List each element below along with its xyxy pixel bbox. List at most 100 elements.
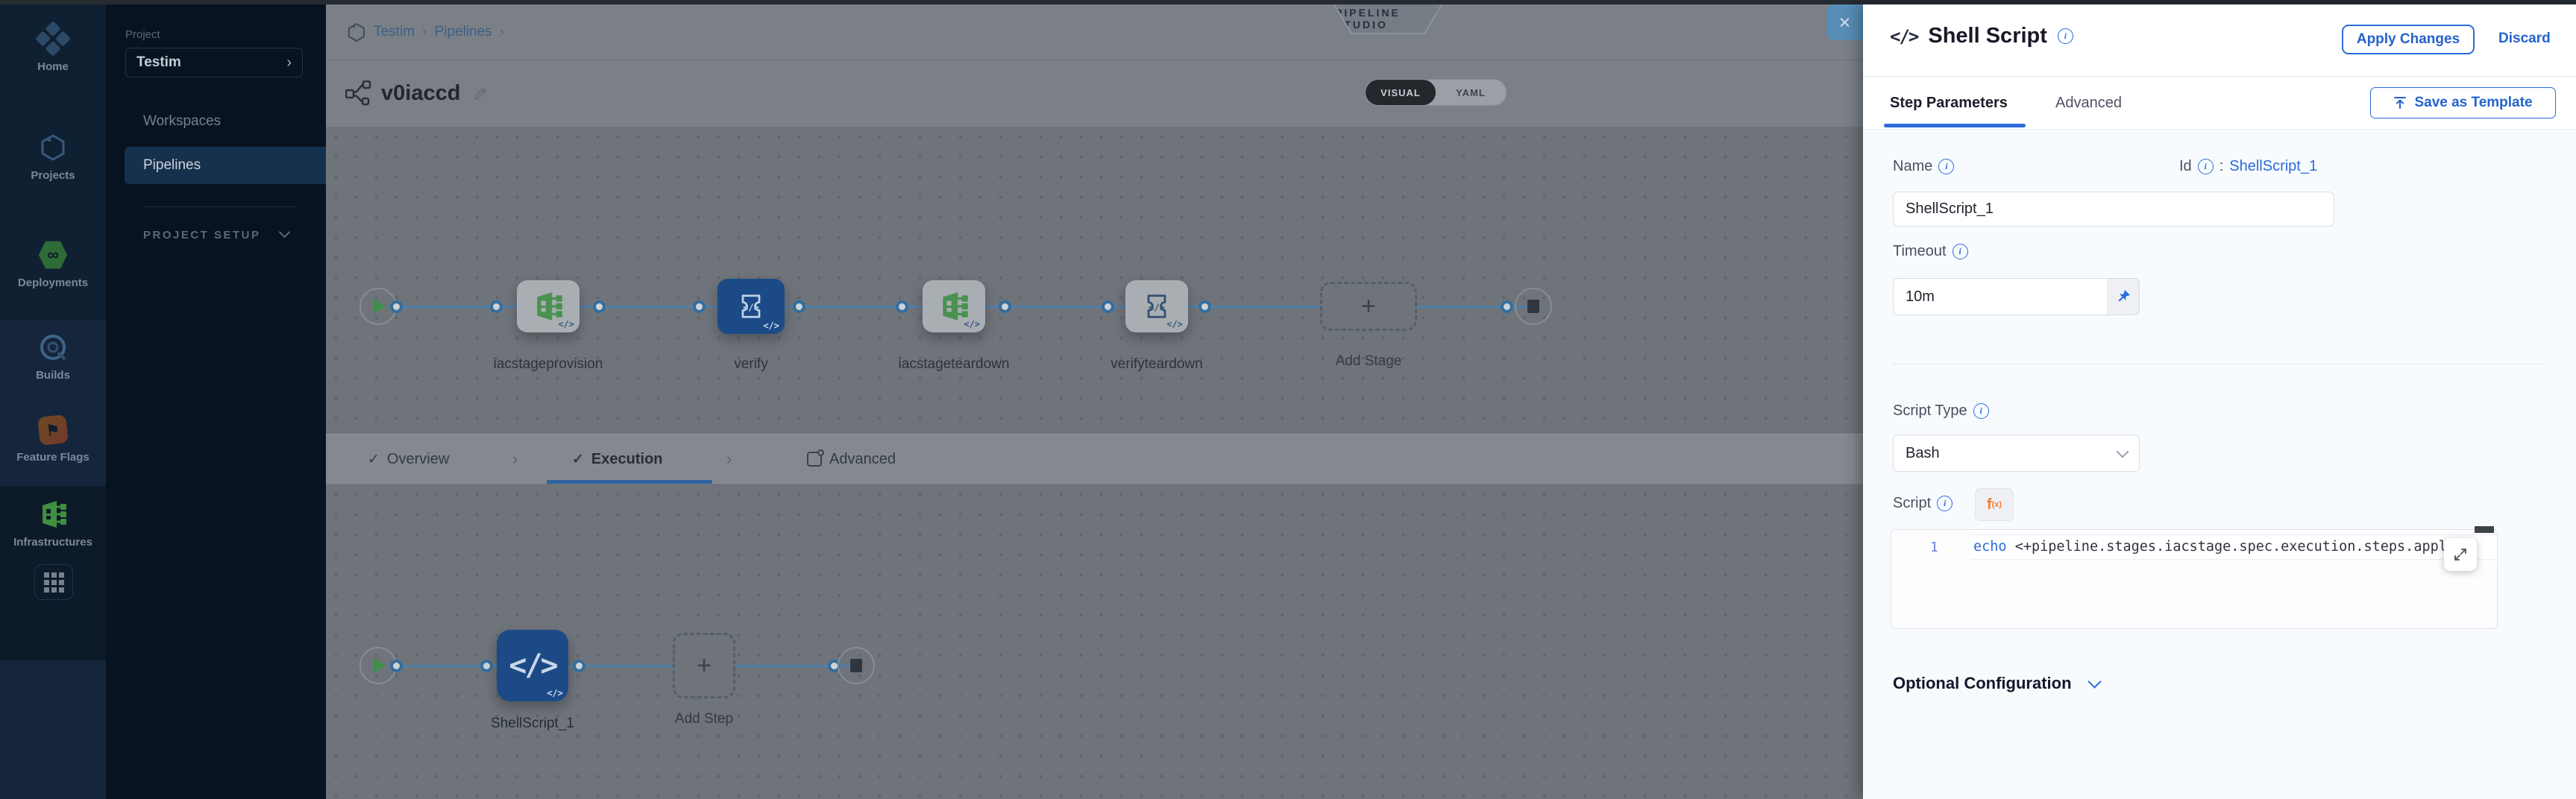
info-icon[interactable]: i (1937, 496, 1953, 511)
custom-stage-icon: </> (741, 294, 761, 318)
toggle-yaml[interactable]: YAML (1456, 86, 1486, 98)
grid-icon (43, 572, 64, 593)
step-id-value[interactable]: ShellScript_1 (2229, 158, 2318, 174)
code-text: <+pipeline.stages.iacstage.spec.executio… (2006, 539, 2447, 555)
info-icon[interactable]: i (2057, 28, 2073, 44)
add-stage-button[interactable]: + (1320, 282, 1417, 331)
editor-expand-button[interactable] (2444, 538, 2477, 571)
plus-icon: + (697, 651, 711, 680)
rail-section-bottom (0, 660, 106, 799)
shell-script-drawer: </> Shell Script i Apply Changes Discard… (1863, 4, 2576, 799)
sidebar-item-home[interactable]: Home (0, 20, 106, 73)
tab-advanced[interactable]: Advanced (807, 435, 896, 484)
visual-yaml-toggle[interactable]: VISUAL YAML (1365, 79, 1507, 106)
tab-step-parameters[interactable]: Step Parameters (1890, 95, 2008, 111)
project-selector[interactable]: Testim › (125, 48, 303, 78)
title-row: v0iaccd (326, 60, 1863, 127)
stage-label: verify (734, 356, 768, 372)
drawer-tabs: Step Parameters Advanced Save as Templat… (1863, 77, 2576, 130)
feature-flags-icon: ⚑ (37, 414, 69, 446)
editor-code-line[interactable]: echo <+pipeline.stages.iacstage.spec.exe… (1970, 534, 2497, 560)
infrastructures-icon (43, 501, 66, 528)
sidebar-item-label: Projects (31, 169, 75, 182)
pipeline-studio-badge: PIPELINE STUDIO (1333, 4, 1442, 34)
info-icon[interactable]: i (1938, 159, 1955, 174)
tab-execution[interactable]: ✓ Execution (572, 450, 663, 467)
info-icon[interactable]: i (1952, 244, 1968, 259)
chevron-down-icon (2087, 675, 2102, 689)
stage-canvas: </> </> </> </> (326, 127, 1863, 434)
optional-configuration-toggle[interactable]: Optional Configuration (1893, 674, 2102, 693)
sidebar-item-builds[interactable]: Builds (0, 332, 106, 382)
tab-advanced[interactable]: Advanced (2055, 95, 2122, 111)
svg-text:</>: </> (1149, 303, 1165, 313)
sidebar-item-feature-flags[interactable]: ⚑ Feature Flags (0, 414, 106, 464)
stage-node-iacstageteardown[interactable]: </> (923, 280, 985, 332)
module-grid-button[interactable] (34, 564, 73, 600)
sidebar-item-workspaces[interactable]: Workspaces (143, 113, 222, 129)
connector-port (593, 300, 606, 313)
drawer-close-button[interactable]: × (1826, 4, 1863, 40)
stage-node-verifyteardown[interactable]: </> </> (1125, 280, 1188, 332)
project-setup-section[interactable]: PROJECT SETUP (143, 226, 290, 241)
chevron-right-icon: › (286, 54, 292, 71)
chevron-down-icon (2116, 445, 2129, 458)
infrastructure-stage-icon (537, 292, 562, 320)
sidebar-item-label: Feature Flags (16, 451, 89, 464)
sidebar-item-infrastructures[interactable]: Infrastructures (0, 499, 106, 549)
step-node-shellscript[interactable]: </> </> (497, 630, 568, 701)
code-badge-icon: </> (558, 319, 574, 329)
sidebar-item-deployments[interactable]: ∞ Deployments (0, 240, 106, 289)
sidebar-item-label: Builds (36, 369, 70, 382)
add-step-button[interactable]: + (673, 633, 735, 698)
edit-pencil-icon[interactable] (472, 84, 490, 102)
stage-node-iacstageprovision[interactable]: </> (517, 280, 579, 332)
editor-scrollbar-thumb[interactable] (2475, 526, 2494, 533)
pin-input-type-button[interactable] (2107, 278, 2140, 315)
add-step-label: Add Step (674, 711, 734, 727)
pipeline-end-node[interactable] (1515, 288, 1552, 325)
sidebar-item-pipelines[interactable]: Pipelines (125, 147, 326, 184)
stage-label: iacstageprovision (493, 356, 603, 372)
project-name: Testim (136, 54, 181, 70)
toggle-visual[interactable]: VISUAL (1366, 80, 1436, 105)
info-icon[interactable]: i (1973, 403, 1989, 419)
breadcrumb-link-pipelines[interactable]: Pipelines (434, 24, 492, 40)
connector-port (390, 660, 403, 672)
execution-end-node[interactable] (838, 647, 875, 684)
stage-label: verifyteardown (1110, 356, 1203, 372)
active-tab-underline (547, 480, 712, 484)
tab-overview[interactable]: ✓ Overview (368, 450, 450, 467)
shell-script-icon: </> (1890, 25, 1919, 47)
name-input[interactable] (1893, 192, 2334, 227)
deployments-icon: ∞ (38, 241, 68, 269)
sidebar-item-projects[interactable]: Projects (0, 133, 106, 182)
check-icon: ✓ (572, 451, 584, 467)
stop-icon (1527, 300, 1539, 313)
script-type-select[interactable]: Bash (1893, 435, 2140, 472)
apply-changes-button[interactable]: Apply Changes (2342, 25, 2475, 54)
expression-fx-button[interactable]: f(x) (1975, 488, 2014, 521)
connector-port (999, 300, 1011, 313)
advanced-settings-icon (807, 449, 824, 467)
script-code-editor[interactable]: 1 echo <+pipeline.stages.iacstage.spec.e… (1891, 529, 2498, 629)
sidebar-item-label: Deployments (17, 277, 89, 289)
pin-icon (2118, 290, 2130, 302)
chevron-right-icon: › (512, 449, 518, 468)
stage-node-verify-selected[interactable]: </> </> (717, 279, 785, 334)
connector-port (1199, 300, 1211, 313)
discard-button[interactable]: Discard (2498, 31, 2551, 46)
save-as-template-button[interactable]: Save as Template (2370, 87, 2556, 119)
harness-home-icon (32, 18, 75, 60)
connector-port (1102, 300, 1114, 313)
top-edge-bar (0, 0, 2576, 4)
timeout-input[interactable] (1893, 278, 2108, 315)
info-icon[interactable]: i (2197, 159, 2214, 174)
main-content: Testim › Pipelines › v0iaccd PIP (326, 4, 1863, 799)
breadcrumb-link-testim[interactable]: Testim (374, 24, 415, 40)
step-connector-line (396, 665, 857, 667)
